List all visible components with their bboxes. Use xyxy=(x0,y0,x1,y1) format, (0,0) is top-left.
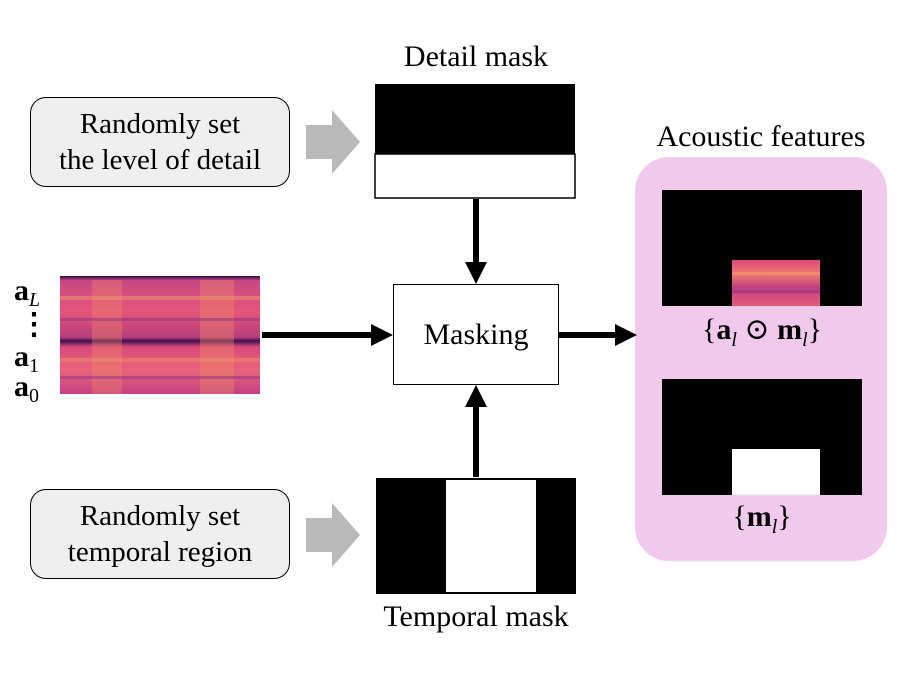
random-temporal-box: Randomly set temporal region xyxy=(30,489,290,579)
random-detail-box: Randomly set the level of detail xyxy=(30,97,290,187)
arrow-detail-to-masking xyxy=(465,199,487,284)
formula1-a: a xyxy=(716,313,732,346)
arrow-temporal-to-masking xyxy=(465,385,487,477)
arrow-spectrogram-to-masking xyxy=(262,324,393,346)
temporal-mask-label: Temporal mask xyxy=(383,600,569,633)
detail-mask-label: Detail mask xyxy=(403,40,549,73)
gray-arrow-detail xyxy=(306,110,360,174)
feature-label-top: aL xyxy=(14,276,40,315)
masked-features-image xyxy=(662,190,862,306)
spectrogram xyxy=(60,276,260,394)
temporal-mask xyxy=(376,478,576,594)
detail-mask xyxy=(374,84,576,199)
feature-top-sub: L xyxy=(29,289,41,311)
feature-bottom-sub: 0 xyxy=(29,385,39,407)
feature-top-base: a xyxy=(14,274,29,307)
formula1-op: ⊙ xyxy=(736,313,778,346)
masking-box: Masking xyxy=(393,284,559,385)
formula1-m-sub: l xyxy=(802,329,808,351)
formula1-open: { xyxy=(701,313,717,346)
mask-formula: {ml} xyxy=(632,500,892,539)
feature-label-bottom: a0 xyxy=(14,372,39,411)
random-detail-line2: the level of detail xyxy=(58,144,262,176)
feature-mid-sub: 1 xyxy=(29,355,39,377)
mask-only-image xyxy=(662,379,862,495)
formula1-close: } xyxy=(807,313,823,346)
formula1-m: m xyxy=(777,313,803,346)
random-temporal-line2: temporal region xyxy=(67,536,253,568)
formula2-m: m xyxy=(746,500,772,533)
acoustic-features-label: Acoustic features xyxy=(656,120,866,153)
masking-label: Masking xyxy=(423,317,529,351)
random-temporal-line1: Randomly set xyxy=(79,500,241,532)
formula2-open: { xyxy=(732,500,747,533)
feature-bottom-base: a xyxy=(14,370,29,403)
formula2-close: } xyxy=(777,500,792,533)
masked-features-formula: {al ⊙ ml} xyxy=(632,312,892,352)
arrow-masking-to-features xyxy=(559,324,637,346)
feature-label-dots: ⋮ xyxy=(19,308,49,341)
formula2-m-sub: l xyxy=(771,516,778,538)
random-detail-line1: Randomly set xyxy=(79,108,241,140)
gray-arrow-temporal xyxy=(306,503,360,567)
feature-mid-base: a xyxy=(14,340,29,373)
formula1-a-sub: l xyxy=(731,329,737,351)
feature-label-mid: a1 xyxy=(14,342,39,381)
